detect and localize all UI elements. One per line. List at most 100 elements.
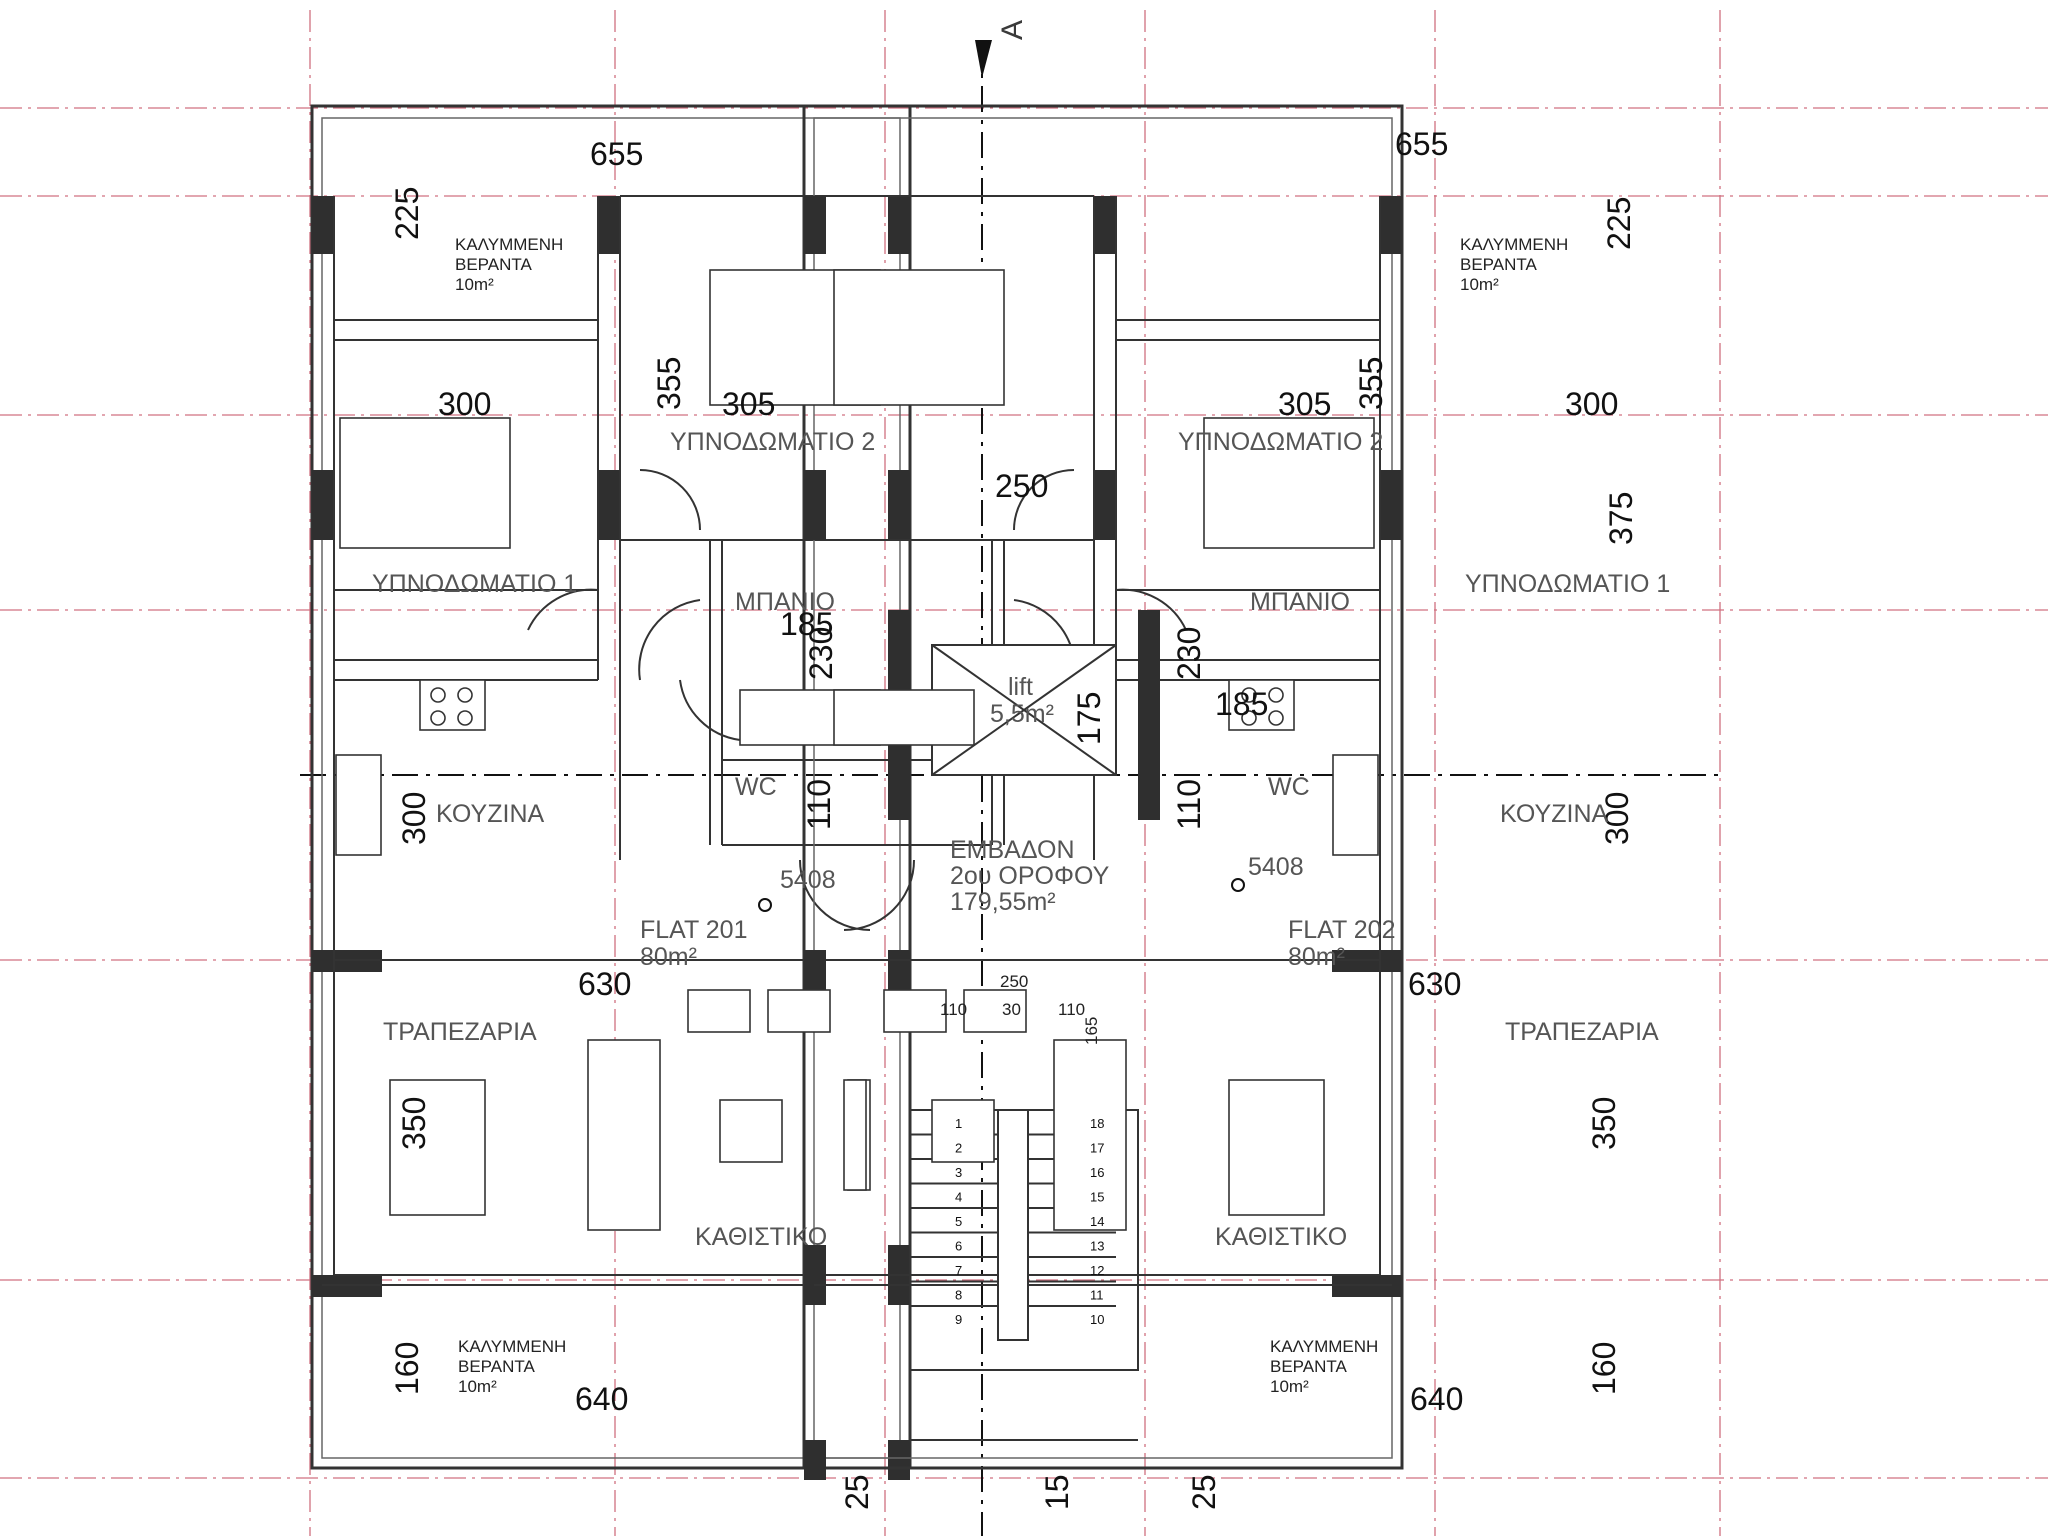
floor-area-line-2: 2ου ΟΡΟΦΟΥ bbox=[950, 862, 1110, 890]
dim-veranda-top-right-h: 225 bbox=[1601, 197, 1637, 250]
veranda-bottom-right-label-1: ΚΑΛΥΜΜΕΝΗ bbox=[1270, 1337, 1378, 1356]
veranda-top-left-label-2: ΒΕΡΑΝΤΑ bbox=[455, 255, 532, 274]
dim-bath-right-h: 230 bbox=[1171, 627, 1207, 680]
dim-top-left: 655 bbox=[590, 136, 643, 172]
dim-top-right: 655 bbox=[1395, 126, 1448, 162]
furniture-left bbox=[335, 269, 881, 1231]
bedroom-1-right: ΥΠΝΟΔΩΜΑΤΙΟ 1 bbox=[1465, 570, 1670, 598]
dim-bath-right-w: 185 bbox=[1215, 686, 1268, 722]
armchair-icon bbox=[767, 989, 831, 1033]
veranda-bottom-left-area: 10m² bbox=[458, 1377, 497, 1396]
stair-number-right: 16 bbox=[1090, 1165, 1104, 1180]
dim-stair-a: 110 bbox=[940, 1000, 967, 1019]
dim-bed1-right-h: 375 bbox=[1603, 492, 1639, 545]
dining-left: ΤΡΑΠΕΖΑΡΙΑ bbox=[383, 1018, 537, 1046]
floor-area-line-3: 179,55m² bbox=[950, 888, 1056, 916]
dim-veranda-bottom-right-w: 640 bbox=[1410, 1381, 1463, 1417]
dim-lift-h: 175 bbox=[1071, 692, 1107, 745]
stair-number-left: 7 bbox=[955, 1263, 962, 1278]
stair-number-right: 12 bbox=[1090, 1263, 1104, 1278]
dining-right: ΤΡΑΠΕΖΑΡΙΑ bbox=[1505, 1018, 1659, 1046]
dim-edge-left: 25 bbox=[839, 1474, 875, 1510]
bathroom-left: ΜΠΑΝΙΟ bbox=[735, 588, 835, 616]
stair-number-left: 1 bbox=[955, 1116, 962, 1131]
bathroom-right: ΜΠΑΝΙΟ bbox=[1250, 588, 1350, 616]
flat-201-level: 5408 bbox=[780, 866, 836, 894]
veranda-bottom-right-area: 10m² bbox=[1270, 1377, 1309, 1396]
dim-kitchen-left-h: 300 bbox=[396, 792, 432, 845]
flat-202-level: 5408 bbox=[1248, 853, 1304, 881]
veranda-bottom-right-label-2: ΒΕΡΑΝΤΑ bbox=[1270, 1357, 1347, 1376]
stair-number-right: 10 bbox=[1090, 1312, 1104, 1327]
stair-number-right: 11 bbox=[1090, 1288, 1104, 1303]
wc-left: WC bbox=[735, 773, 777, 801]
stair-number-right: 18 bbox=[1090, 1116, 1104, 1131]
lift-area: 5,5m² bbox=[990, 700, 1054, 728]
veranda-bottom-left-label-2: ΒΕΡΑΝΤΑ bbox=[458, 1357, 535, 1376]
dim-bed2-left-h: 355 bbox=[651, 357, 687, 410]
veranda-top-right-area: 10m² bbox=[1460, 275, 1499, 294]
core bbox=[888, 610, 1160, 1441]
veranda-top-left-area: 10m² bbox=[455, 275, 494, 294]
dim-bath-left-h: 230 bbox=[803, 627, 839, 680]
flat-202-area: 80m² bbox=[1288, 943, 1345, 971]
stair-number-right: 13 bbox=[1090, 1239, 1104, 1254]
stair-number-left: 9 bbox=[955, 1312, 962, 1327]
bedroom-2-left: ΥΠΝΟΔΩΜΑΤΙΟ 2 bbox=[670, 428, 875, 456]
flat-201-name: FLAT 201 bbox=[640, 916, 747, 944]
dim-edge-mid: 15 bbox=[1039, 1474, 1075, 1510]
armchair-icon bbox=[687, 989, 751, 1033]
flat-201-area: 80m² bbox=[640, 943, 697, 971]
veranda-top-right-label-2: ΒΕΡΑΝΤΑ bbox=[1460, 255, 1537, 274]
furniture-right bbox=[833, 269, 1379, 1231]
level-marker-icon bbox=[1231, 878, 1245, 892]
dim-wc-left-h: 110 bbox=[801, 779, 837, 830]
dim-stair-b: 110 bbox=[1058, 1000, 1085, 1019]
kitchen-right: ΚΟΥΖΙΝΑ bbox=[1500, 800, 1608, 828]
flat-202-name: FLAT 202 bbox=[1288, 916, 1395, 944]
stair-number-left: 2 bbox=[955, 1141, 962, 1156]
dim-bed2-right-h: 355 bbox=[1353, 357, 1389, 410]
kitchen-left: ΚΟΥΖΙΝΑ bbox=[436, 800, 544, 828]
bedroom-1-left: ΥΠΝΟΔΩΜΑΤΙΟ 1 bbox=[372, 570, 577, 598]
stair-number-right: 15 bbox=[1090, 1190, 1104, 1205]
dim-bed2-right-w: 305 bbox=[1278, 386, 1331, 422]
living-right: ΚΑΘΙΣΤΙΚΟ bbox=[1215, 1223, 1347, 1251]
floor-area-line-1: ΕΜΒΑΔΟΝ bbox=[950, 836, 1075, 864]
dim-bed2-left-w: 305 bbox=[722, 386, 775, 422]
dim-bed1-right-w: 300 bbox=[1565, 386, 1618, 422]
section-marker: A bbox=[996, 20, 1029, 40]
dining-table-icon bbox=[389, 1079, 486, 1216]
stair-number-left: 8 bbox=[955, 1288, 962, 1303]
bed-1-left bbox=[339, 417, 511, 549]
dim-dining-left-h: 350 bbox=[396, 1097, 432, 1150]
veranda-bottom-left-label-1: ΚΑΛΥΜΜΕΝΗ bbox=[458, 1337, 566, 1356]
dim-veranda-bottom-left-w: 640 bbox=[575, 1381, 628, 1417]
dim-living-left-w: 630 bbox=[578, 966, 631, 1002]
cooktop-icon bbox=[419, 679, 486, 731]
living-left: ΚΑΘΙΣΤΙΚΟ bbox=[695, 1223, 827, 1251]
coffee-table-icon bbox=[719, 1099, 783, 1163]
stair-number-left: 5 bbox=[955, 1214, 962, 1229]
dim-veranda-bottom-left-h: 160 bbox=[389, 1342, 425, 1395]
sofa-icon bbox=[587, 1039, 661, 1231]
stair-number-right: 17 bbox=[1090, 1141, 1104, 1156]
bedroom-2-right: ΥΠΝΟΔΩΜΑΤΙΟ 2 bbox=[1178, 428, 1383, 456]
stair-number-left: 4 bbox=[955, 1190, 962, 1205]
stair-number-left: 6 bbox=[955, 1239, 962, 1254]
flat-201-walls bbox=[310, 104, 912, 1480]
dim-living-right-w: 630 bbox=[1408, 966, 1461, 1002]
stair-number-right: 14 bbox=[1090, 1214, 1104, 1229]
dim-kitchen-right-h: 300 bbox=[1599, 792, 1635, 845]
dim-stair-landing: 165 bbox=[1082, 1017, 1101, 1045]
dim-dining-right-h: 350 bbox=[1586, 1097, 1622, 1150]
lift-label: lift bbox=[1008, 673, 1033, 701]
dim-veranda-bottom-right-h: 160 bbox=[1586, 1342, 1622, 1395]
dim-veranda-top-left-h: 225 bbox=[389, 187, 425, 240]
veranda-top-left-label-1: ΚΑΛΥΜΜΕΝΗ bbox=[455, 235, 563, 254]
stair-number-left: 3 bbox=[955, 1165, 962, 1180]
section-arrow-icon bbox=[975, 40, 992, 78]
dim-stair-total: 250 bbox=[1000, 972, 1028, 991]
